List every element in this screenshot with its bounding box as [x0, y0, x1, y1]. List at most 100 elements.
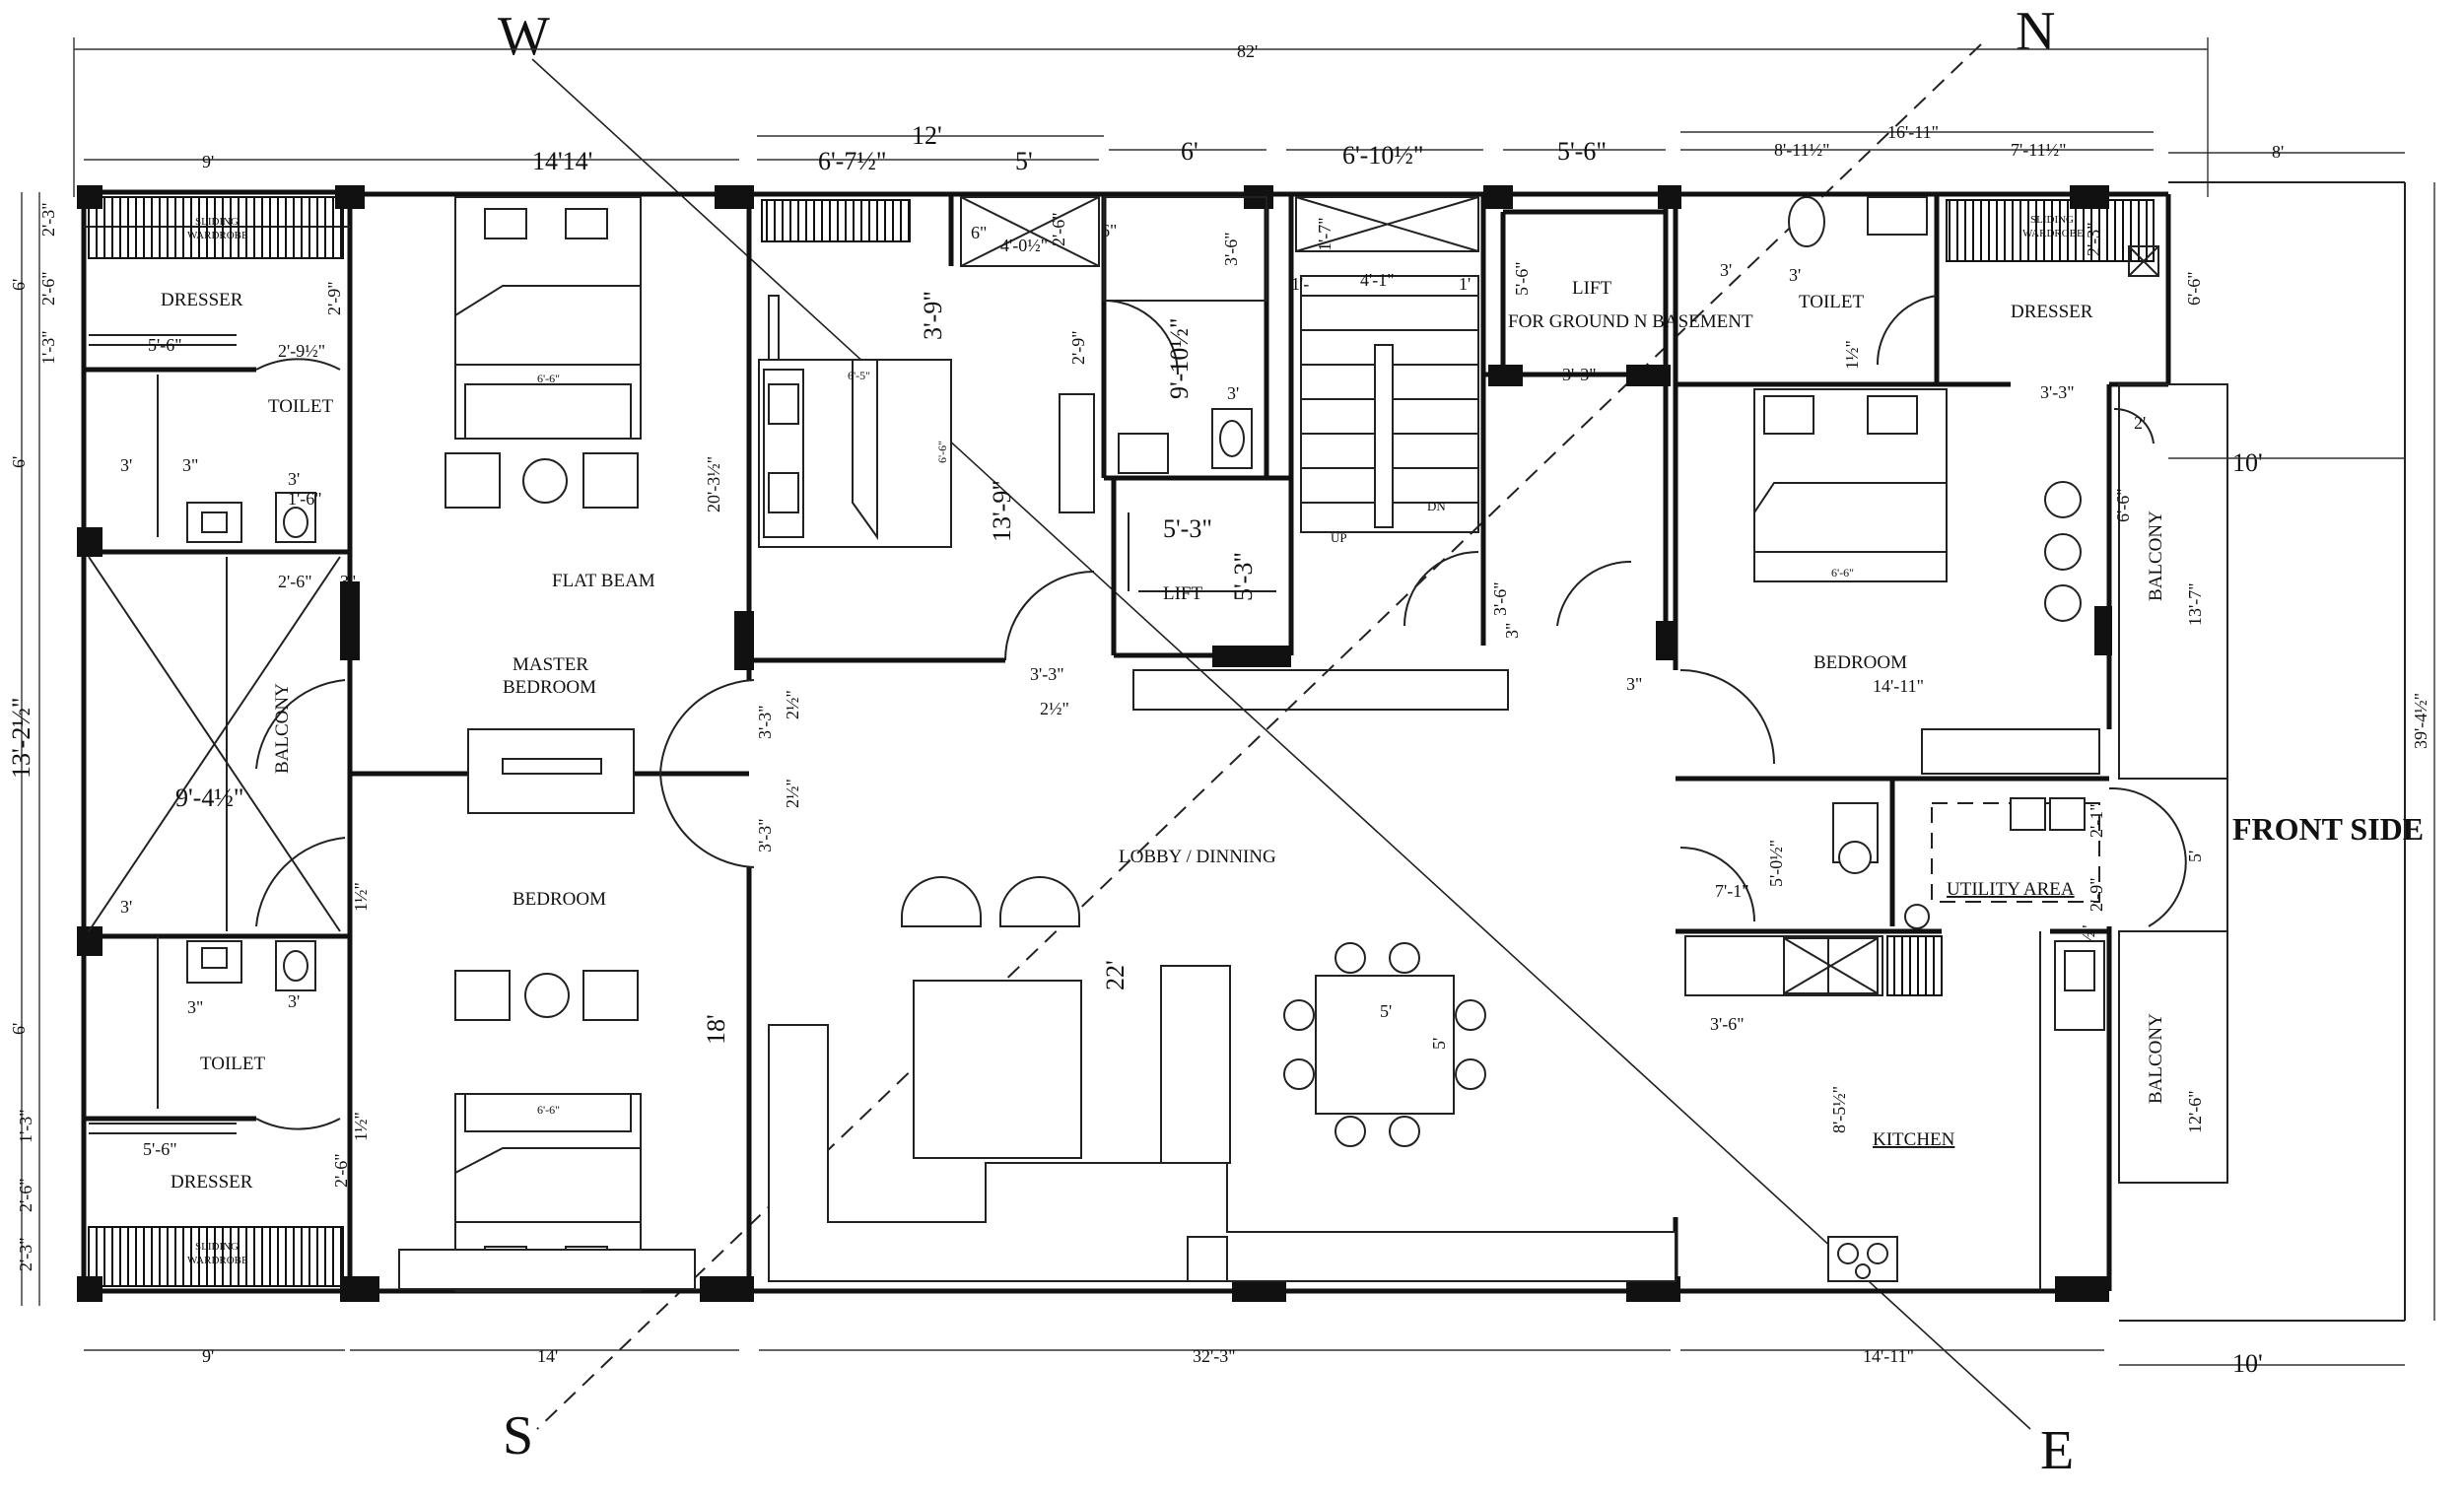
dim-4-1: 4'-1" — [1360, 270, 1395, 290]
dim-top-6-10: 6'-10½" — [1342, 141, 1423, 170]
bedroom-right-furniture — [1679, 388, 2100, 775]
label-lift-main-2: FOR GROUND N BASEMENT — [1508, 311, 1753, 332]
label-kitchen: KITCHEN — [1873, 1129, 1955, 1150]
label-lift-small: LIFT — [1163, 583, 1203, 604]
sliding-wardrobe-top-left — [88, 196, 344, 259]
dim-6in-b: 6" — [1101, 221, 1117, 240]
dim-5-r: 5' — [2185, 851, 2205, 862]
dim-13-7: 13'-7" — [2185, 582, 2205, 626]
lift-lobby-door — [1556, 560, 1632, 627]
label-dresser-right: DRESSER — [2011, 302, 2093, 322]
dim-left-1-3-top: 1'-3" — [38, 330, 58, 365]
dim-3in-e: 3" — [1626, 674, 1642, 694]
label-flat-beam: FLAT BEAM — [552, 571, 655, 591]
right-toilet — [1788, 196, 1938, 366]
dim-18: 18' — [702, 1014, 730, 1045]
dim-left-2-6-top: 2'-6" — [38, 271, 58, 306]
dim-2-r: 2' — [2134, 413, 2146, 433]
dim-top-5: 5' — [1015, 147, 1033, 175]
dim-3-3-d: 3'-3" — [1562, 365, 1597, 384]
label-toilet-right: TOILET — [1799, 292, 1865, 312]
dim-1-2-c: 1½" — [1842, 340, 1862, 370]
dim-3-3-a: 3'-3" — [755, 705, 775, 739]
dim-6-5: 6'-5" — [848, 369, 870, 382]
dim-13-9: 13'-9" — [988, 480, 1016, 542]
small-lift — [1128, 512, 1276, 592]
dim-4-0: 4'-0½" — [1000, 236, 1048, 255]
dim-2-6-a: 2'-6" — [278, 572, 312, 591]
dim-left-2-3-top: 2'-3" — [38, 202, 58, 237]
dim-6in: 6" — [971, 223, 987, 242]
guest-bedroom-furniture — [758, 295, 952, 548]
small-toilet — [1059, 196, 1267, 513]
balcony-right-bottom — [2118, 930, 2228, 1184]
stair-door — [1403, 551, 1479, 627]
dim-6-6-b: 6'-6" — [537, 1103, 560, 1117]
sliding-wardrobe-bottom-left — [88, 1226, 344, 1287]
kitchen-fixtures — [1684, 931, 2105, 1291]
dim-bottom-10: 10' — [2232, 1349, 2263, 1378]
dim-bottom-14-11: 14'-11" — [1863, 1346, 1914, 1366]
dim-bottom-9: 9' — [202, 1346, 214, 1366]
label-sliding-wardrobe-right-2: WARDROBE — [2022, 228, 2084, 239]
dim-6-6-r: 6'-6" — [2184, 271, 2204, 306]
dim-1-6: 1'-6" — [288, 489, 322, 509]
overall-dimensions — [21, 37, 2435, 1366]
front-side-outline — [2119, 181, 2406, 1322]
dim-left-13-2: 13'-2½" — [7, 698, 35, 779]
label-up: UP — [1331, 530, 1347, 545]
dim-5-6-c: 5'-6" — [1512, 261, 1532, 296]
label-toilet-bottom-left: TOILET — [200, 1054, 266, 1074]
dim-14-11: 14'-11" — [1873, 676, 1924, 696]
dim-1-7: 1'-7" — [1315, 217, 1335, 251]
dim-5-0: 5'-0½" — [1766, 840, 1786, 887]
right-shaft — [2128, 245, 2159, 277]
label-balcony-right-bottom: BALCONY — [2146, 1013, 2166, 1104]
dim-top-6-7: 6'-7½" — [818, 147, 886, 175]
label-utility-area: UTILITY AREA — [1947, 879, 2075, 900]
label-dresser-bottom: DRESSER — [171, 1172, 253, 1192]
bedroom-left-furniture — [398, 970, 696, 1292]
dim-3-a: 3' — [120, 455, 132, 475]
dim-3-9: 3'-9" — [919, 291, 947, 340]
dim-2-9-c: 2'-9" — [1068, 330, 1088, 365]
dim-2-6-b: 2'-6" — [331, 1153, 351, 1188]
dim-2-9-r: 2'-9" — [2087, 877, 2106, 912]
utility-area — [1679, 786, 2187, 929]
compass-east: E — [2040, 1420, 2074, 1481]
label-lift-main-1: LIFT — [1572, 278, 1612, 299]
left-block-details — [88, 334, 346, 1134]
dim-left-2-3-bot: 2'-3" — [16, 1237, 35, 1271]
columns — [77, 185, 2112, 1302]
compass-south: S — [503, 1405, 533, 1466]
sliding-wardrobe-right — [1946, 199, 2155, 262]
dim-3in-b: 3" — [340, 572, 356, 591]
label-dresser-top: DRESSER — [161, 290, 243, 310]
dim-1-a: 1'- — [1291, 274, 1309, 294]
dim-top-16-11: 16'-11" — [1887, 122, 1939, 142]
dim-overall-width: 82' — [1237, 41, 1258, 61]
label-sliding-wardrobe-bottom-1: SLIDING — [195, 1241, 239, 1253]
label-lobby: LOBBY / DINNING — [1119, 847, 1276, 867]
dim-8-5: 8'-5½" — [1829, 1086, 1849, 1133]
dim-top-7-11: 7'-11½" — [2011, 140, 2066, 160]
balcony-right-top — [2113, 383, 2228, 780]
lobby-furniture — [768, 876, 1677, 1282]
dim-3-d: 3' — [288, 991, 300, 1011]
dim-22: 22' — [1101, 960, 1129, 990]
dim-5-6-b: 5'-6" — [143, 1139, 177, 1159]
dim-3-g: 3' — [1789, 265, 1801, 285]
dim-3-e: 3' — [1227, 383, 1239, 403]
dim-2-3-r: 2'-3" — [2084, 222, 2103, 256]
entrance-step — [1132, 669, 1509, 711]
dim-5-c: 5' — [1429, 1038, 1449, 1050]
dim-top-5-6: 5'-6" — [1557, 137, 1607, 166]
compass-north: N — [2016, 1, 2055, 62]
dim-top-14: 14'14' — [532, 147, 592, 175]
dim-5-3-a: 5'-3" — [1163, 514, 1212, 543]
dim-6-6-c: 6'-6" — [935, 441, 949, 463]
dim-3-c: 3' — [120, 897, 132, 917]
label-front-side: FRONT SIDE — [2232, 811, 2424, 847]
dim-left-6-mid: 6' — [9, 456, 29, 468]
